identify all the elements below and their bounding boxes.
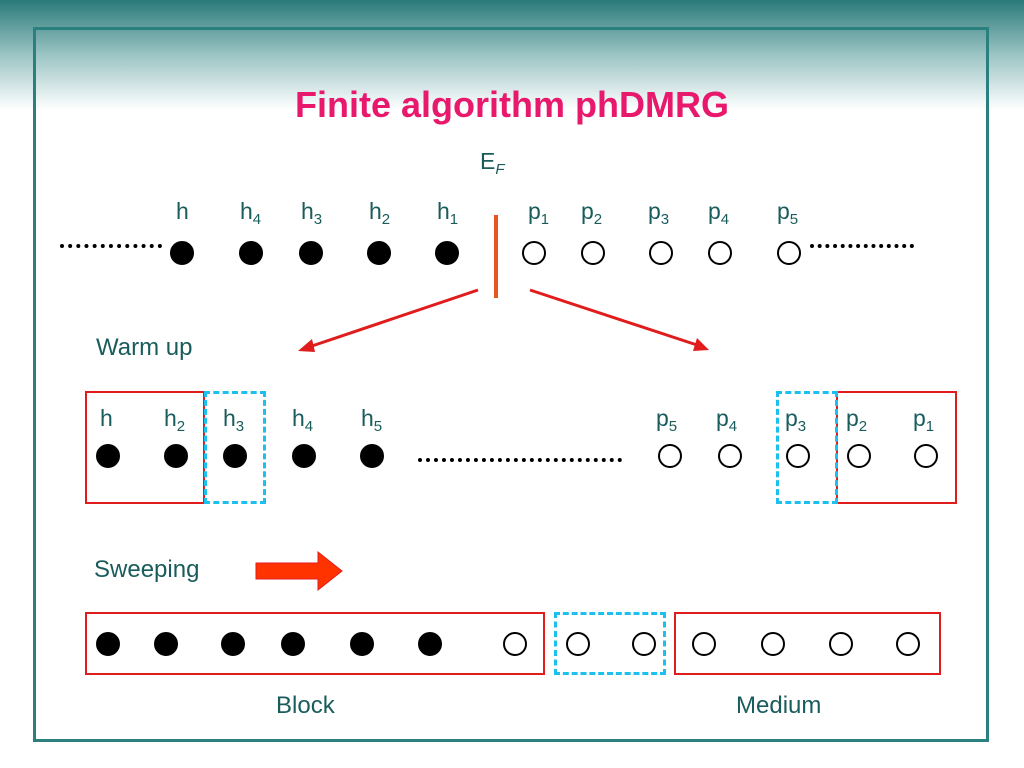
particle-state-empty	[581, 241, 605, 265]
top-right-continuation-dots	[810, 244, 914, 248]
warmup-site-box-right	[776, 391, 838, 504]
particle-state-empty	[718, 444, 742, 468]
warmup-hole-label: h3	[223, 405, 245, 435]
particle-state-empty	[777, 241, 801, 265]
sweep-direction-arrow	[255, 550, 343, 592]
particle-state-empty	[649, 241, 673, 265]
warmup-left-arrowhead	[298, 339, 315, 352]
top-hole-label: h1	[437, 198, 459, 228]
hole-state-filled	[299, 241, 323, 265]
particle-state-empty	[632, 632, 656, 656]
hole-state-filled	[360, 444, 384, 468]
block-label: Block	[276, 692, 335, 719]
particle-state-empty	[503, 632, 527, 656]
top-particle-label: p3	[648, 198, 670, 228]
warmup-right-arrow	[529, 288, 701, 348]
hole-state-filled	[154, 632, 178, 656]
hole-state-filled	[292, 444, 316, 468]
hole-state-filled	[164, 444, 188, 468]
sweep-medium-box	[674, 612, 941, 675]
warmup-particle-label: p5	[656, 405, 678, 435]
particle-state-empty	[761, 632, 785, 656]
warmup-particle-label: p1	[913, 405, 935, 435]
particle-state-empty	[566, 632, 590, 656]
particle-state-empty	[522, 241, 546, 265]
top-hole-label: h3	[301, 198, 323, 228]
sweeping-label: Sweeping	[94, 556, 200, 583]
hole-state-filled	[281, 632, 305, 656]
particle-state-empty	[708, 241, 732, 265]
particle-state-empty	[692, 632, 716, 656]
hole-state-filled	[418, 632, 442, 656]
warmup-hole-label: h4	[292, 405, 314, 435]
warmup-right-arrowhead	[693, 338, 709, 351]
fermi-symbol: E	[480, 148, 496, 174]
medium-label: Medium	[736, 692, 822, 719]
top-hole-label: h2	[369, 198, 391, 228]
hole-state-filled	[350, 632, 374, 656]
warmup-particle-label: p4	[716, 405, 738, 435]
top-particle-label: p5	[777, 198, 799, 228]
slide-title: Finite algorithm phDMRG	[295, 84, 729, 125]
particle-state-empty	[786, 444, 810, 468]
particle-state-empty	[829, 632, 853, 656]
top-particle-label: p2	[581, 198, 603, 228]
hole-state-filled	[96, 632, 120, 656]
sweep-block-box	[85, 612, 545, 675]
warmup-hole-label: h	[100, 405, 113, 431]
sweep-site-box	[554, 612, 666, 675]
warmup-hole-label: h2	[164, 405, 186, 435]
hole-state-filled	[221, 632, 245, 656]
hole-state-filled	[367, 241, 391, 265]
top-hole-label: h4	[240, 198, 262, 228]
particle-state-empty	[658, 444, 682, 468]
hole-state-filled	[239, 241, 263, 265]
warmup-left-arrow	[305, 288, 479, 350]
warmup-middle-dots	[418, 458, 622, 462]
particle-state-empty	[896, 632, 920, 656]
hole-state-filled	[170, 241, 194, 265]
fermi-subscript: F	[495, 161, 505, 178]
warmup-site-box-left	[204, 391, 266, 504]
warmup-hole-label: h5	[361, 405, 383, 435]
fermi-level-label: EF	[480, 148, 505, 178]
slide-frame	[33, 27, 989, 742]
particle-state-empty	[914, 444, 938, 468]
particle-state-empty	[847, 444, 871, 468]
top-left-continuation-dots	[60, 244, 162, 248]
top-hole-label: h	[176, 198, 189, 224]
top-particle-label: p1	[528, 198, 550, 228]
hole-state-filled	[223, 444, 247, 468]
warmup-label: Warm up	[96, 334, 193, 361]
hole-state-filled	[96, 444, 120, 468]
hole-state-filled	[435, 241, 459, 265]
top-particle-label: p4	[708, 198, 730, 228]
warmup-particle-label: p2	[846, 405, 868, 435]
warmup-particle-label: p3	[785, 405, 807, 435]
